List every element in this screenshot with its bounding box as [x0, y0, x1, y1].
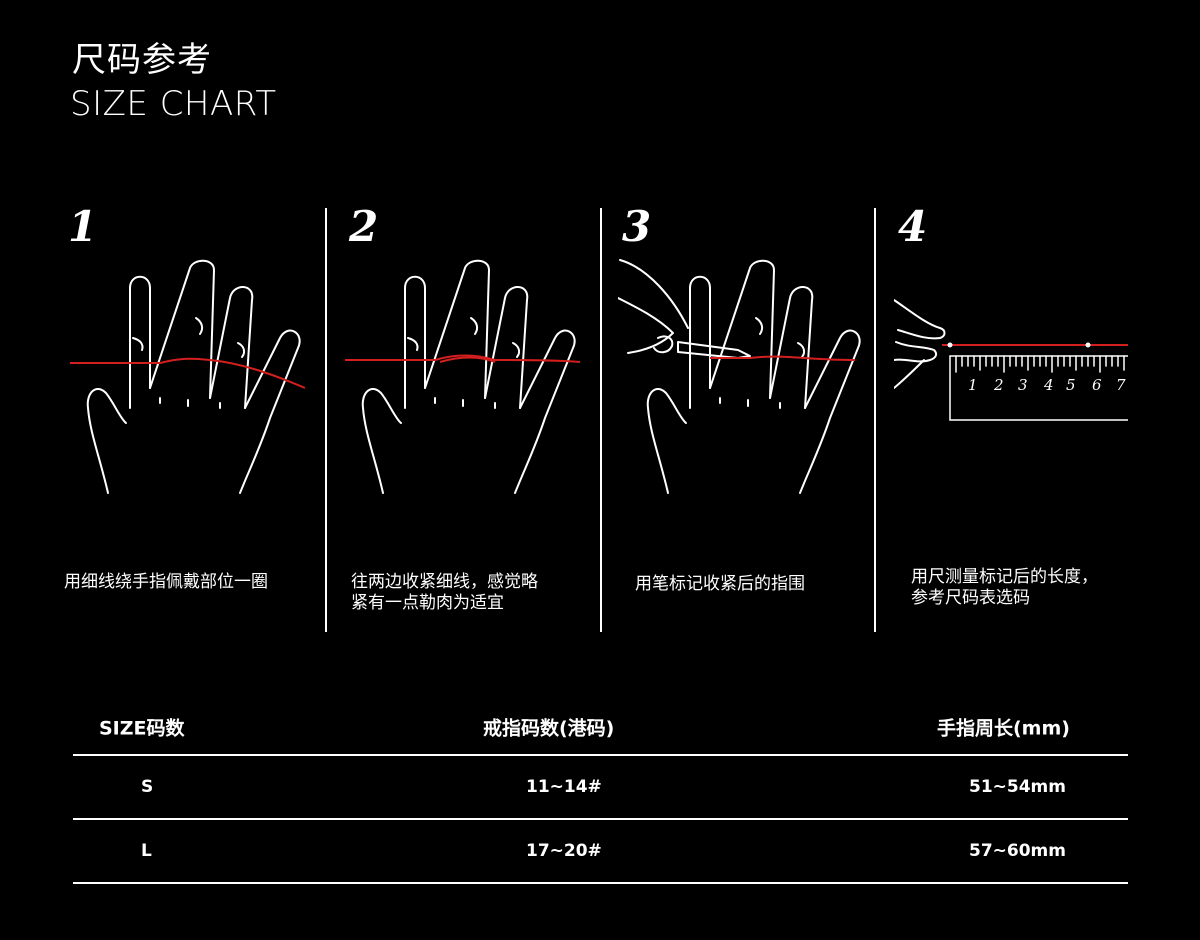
table-header: SIZE码数 戒指码数(港码) 手指周长(mm) — [73, 700, 1128, 756]
ruler-number: 4 — [1044, 376, 1054, 394]
step-text-line: 往两边收紧细线，感觉略 — [351, 572, 538, 592]
step-text-line: 用尺测量标记后的长度， — [911, 567, 1098, 587]
ruler-number: 7 — [1116, 376, 1126, 394]
cell-ring-size: 11~14# — [526, 777, 602, 797]
thread-line — [345, 354, 581, 363]
cell-size: S — [141, 777, 154, 797]
header-finger-circumference: 手指周长(mm) — [937, 717, 1070, 740]
step-3: 3 用笔标记收紧后的指围 — [610, 202, 874, 632]
cell-ring-size: 17~20# — [526, 841, 602, 861]
cell-circumference: 51~54mm — [969, 777, 1066, 797]
step-divider — [325, 208, 327, 632]
hand-illustration — [70, 258, 320, 498]
page-title-en: SIZE CHART — [70, 84, 277, 124]
cell-size: L — [141, 841, 152, 861]
page-title-zh: 尺码参考 — [72, 40, 212, 80]
step-number: 3 — [622, 202, 652, 251]
thread-line — [70, 357, 306, 389]
ruler-number: 1 — [968, 376, 978, 394]
cell-circumference: 57~60mm — [969, 841, 1066, 861]
header-ring-size: 戒指码数(港码) — [483, 717, 615, 740]
ruler-number: 5 — [1066, 376, 1076, 394]
step-2: 2 往两边收紧细线，感觉略 紧有一点勒肉为适宜 — [335, 202, 599, 632]
step-number: 2 — [349, 202, 379, 251]
hand-illustration — [630, 258, 880, 498]
step-number: 4 — [898, 202, 928, 251]
step-number: 1 — [68, 202, 98, 251]
step-divider — [600, 208, 602, 632]
step-divider — [874, 208, 876, 632]
step-1: 1 用细线绕手指佩戴部位一圈 — [60, 202, 324, 632]
step-text: 用细线绕手指佩戴部位一圈 — [64, 572, 268, 592]
step-4: 4 1 2 3 4 5 6 7 用尺测量标记后的长度， 参考尺码表选码 — [884, 202, 1140, 632]
ruler-icon — [949, 355, 1128, 421]
step-text: 用尺测量标记后的长度， 参考尺码表选码 — [911, 567, 1098, 609]
hand-illustration — [345, 258, 595, 498]
ruler-number: 2 — [994, 376, 1004, 394]
ruler-number: 3 — [1018, 376, 1028, 394]
table-row: S 11~14# 51~54mm — [73, 756, 1128, 820]
ruler-number: 6 — [1092, 376, 1102, 394]
thread-line — [942, 342, 1128, 348]
step-text: 用笔标记收紧后的指围 — [635, 574, 805, 594]
step-text-line: 参考尺码表选码 — [911, 588, 1030, 608]
table-row: L 17~20# 57~60mm — [73, 820, 1128, 884]
header-size: SIZE码数 — [99, 717, 185, 740]
step-text-line: 紧有一点勒肉为适宜 — [351, 593, 504, 613]
size-table: SIZE码数 戒指码数(港码) 手指周长(mm) S 11~14# 51~54m… — [73, 700, 1128, 884]
step-text: 往两边收紧细线，感觉略 紧有一点勒肉为适宜 — [351, 572, 538, 614]
thread-line — [710, 355, 856, 361]
pinching-fingers-icon — [894, 299, 946, 389]
